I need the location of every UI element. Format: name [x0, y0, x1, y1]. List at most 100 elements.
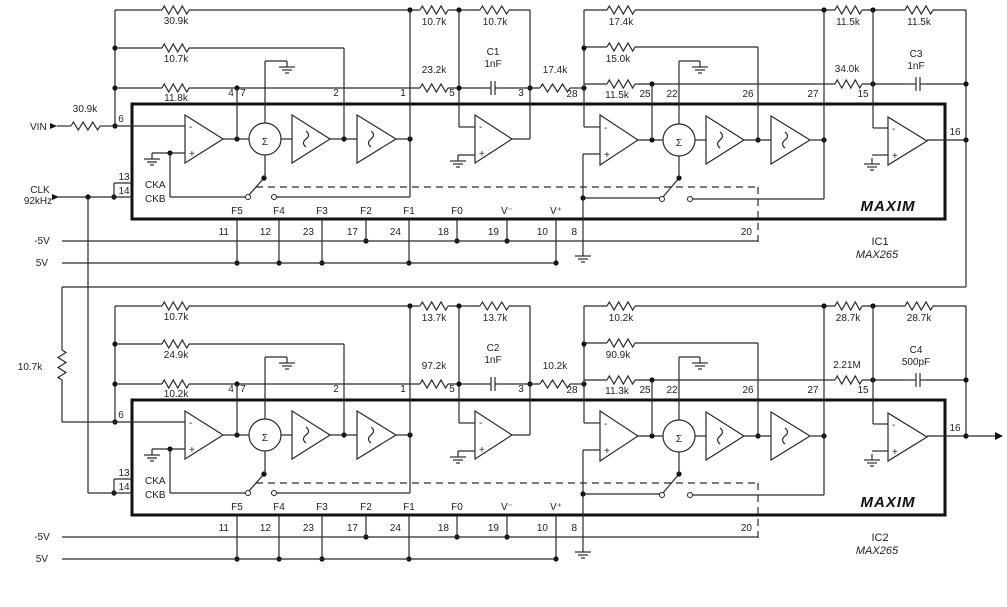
ic-part-number: MAX265: [856, 545, 899, 557]
integrator-symbol: [705, 410, 746, 462]
capacitor-value: 1nF: [907, 61, 924, 72]
pin-number: 26: [742, 385, 754, 396]
pin-name: V⁻: [501, 502, 513, 513]
pin-number: 2: [333, 384, 339, 395]
ground-icon: [692, 357, 708, 370]
pin-number: 25: [639, 385, 651, 396]
neg-supply-label: -5V: [34, 236, 50, 247]
plus-sign: +: [892, 151, 898, 162]
ic-reference: IC1: [871, 236, 888, 248]
resistor-symbol: [834, 78, 863, 90]
input-opamp: -+: [184, 409, 225, 461]
resistor-symbol: [606, 300, 636, 312]
pin-number: 16: [949, 127, 961, 138]
pin-number: 4: [228, 384, 234, 395]
switch-contact: [687, 492, 693, 498]
pos-supply-label: 5V: [36, 258, 49, 269]
resistor-symbol: [161, 82, 190, 94]
pin-number: 25: [639, 89, 651, 100]
integrator-symbol: [356, 113, 398, 165]
resistor-symbol: [419, 300, 449, 312]
capacitor-name: C4: [910, 345, 923, 356]
opamp-triangle: [474, 409, 514, 461]
ground-icon: [575, 546, 591, 559]
ground-icon: [864, 158, 880, 171]
clk-label: CLK: [30, 185, 50, 196]
output-opamp: -+: [887, 411, 929, 463]
junction-dot: [456, 85, 462, 91]
pin-name: F3: [316, 502, 328, 513]
capacitor-symbol: [910, 373, 926, 387]
resistor-symbol: [161, 42, 190, 54]
pin-number: 26: [742, 89, 754, 100]
minus-sign: -: [479, 418, 482, 429]
output-arrow-icon: [995, 432, 1003, 440]
pin-name: F0: [451, 206, 463, 217]
pin-number: 20: [741, 523, 753, 534]
maxim-logo: MAXIM: [861, 198, 916, 215]
resistor-label: 15.0k: [606, 54, 631, 65]
resistor-symbol: [161, 378, 190, 390]
resistor-label: 10.7k: [422, 17, 447, 28]
output-opamp: -+: [887, 115, 929, 167]
pin-number: 11: [219, 523, 230, 534]
integrator-symbol: [770, 410, 812, 462]
plus-sign: +: [189, 445, 195, 456]
resistor-symbol: [161, 4, 190, 16]
capacitor-symbol: [910, 77, 926, 91]
ground-icon: [144, 153, 160, 166]
integrator-symbol: [705, 114, 746, 166]
integrator-sign-icon: [367, 130, 375, 148]
pin-number: 17: [347, 227, 359, 238]
pin-number: 15: [857, 89, 869, 100]
resistor-symbol: [834, 300, 863, 312]
junction-dot: [261, 175, 267, 181]
capacitor-value: 500pF: [902, 357, 930, 368]
switch-contact: [659, 196, 665, 202]
resistor-label: 2.21M: [833, 360, 861, 371]
integrator-sign-icon: [367, 426, 375, 444]
minus-sign: -: [189, 122, 192, 133]
pin-number: 13: [118, 468, 130, 479]
capacitor-value: 1nF: [484, 59, 501, 70]
pin-number: 23: [303, 523, 315, 534]
pin-number: 12: [260, 523, 272, 534]
ground-icon: [279, 61, 295, 74]
pin-number: 7: [240, 88, 246, 99]
pin-number: 27: [807, 89, 819, 100]
pin-number: 22: [666, 385, 678, 396]
ground-icon: [144, 449, 160, 462]
resistor-symbol: [606, 78, 636, 90]
resistor-label: 30.9k: [164, 16, 189, 27]
pin-number: 18: [438, 523, 450, 534]
pin-number: 8: [571, 523, 577, 534]
resistor-label: 17.4k: [609, 17, 634, 28]
pin-number: 22: [666, 89, 678, 100]
resistor-label: 28.7k: [836, 313, 861, 324]
resistor-label: 97.2k: [422, 361, 447, 372]
integrator-symbol: [356, 409, 398, 461]
resistor-symbol: [479, 300, 510, 312]
minus-sign: -: [479, 122, 482, 133]
resistor-label: 17.4k: [543, 65, 568, 76]
resistor-label: 13.7k: [483, 313, 508, 324]
plus-sign: +: [479, 445, 485, 456]
pin-number: 1: [400, 384, 406, 395]
resistor-symbol: [56, 349, 68, 381]
pin-number: 3: [518, 384, 524, 395]
plus-sign: +: [604, 446, 610, 457]
pin-number: 3: [518, 88, 524, 99]
opamp-3: -+: [599, 113, 640, 167]
integrator-sign-icon: [302, 426, 310, 444]
resistor-symbol: [606, 337, 636, 349]
resistor-symbol: [834, 4, 863, 16]
resistor-symbol: [419, 82, 449, 94]
switch-blade: [662, 473, 680, 494]
vin-label: VIN: [30, 122, 47, 133]
capacitor-value: 1nF: [484, 355, 501, 366]
resistor-label: 30.9k: [73, 104, 98, 115]
ic2-chip-body: [130, 398, 947, 517]
pin-number: 4: [228, 88, 234, 99]
